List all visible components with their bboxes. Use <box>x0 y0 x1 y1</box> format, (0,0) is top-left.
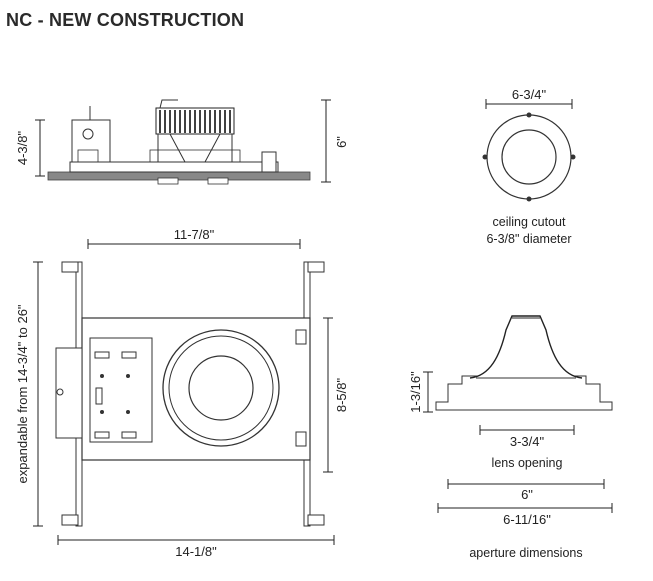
lens-caption: lens opening <box>492 456 563 470</box>
cutout-inner-circle <box>501 129 557 185</box>
cutout-caption-line1: ceiling cutout <box>493 215 566 229</box>
aperture-height-label: 1-3/16" <box>408 371 423 413</box>
aperture-caption: aperture dimensions <box>469 546 582 560</box>
plan-top-width-label: 11-7/8" <box>174 227 215 242</box>
plan-view: 11-7/8" expandable from 14-3/4" to 26" <box>15 227 349 559</box>
plan-right-height-label: 8-5/8" <box>334 377 349 412</box>
side-height-right-label: 6" <box>334 136 349 148</box>
cutout-width-label: 6-3/4" <box>512 87 547 102</box>
cutout-view: 6-3/4" ceiling cutout 6-3/8" diameter <box>482 87 576 246</box>
aperture-inner-width-label: 6" <box>521 487 533 502</box>
ceiling-bar <box>47 171 311 181</box>
plan-bottom-width-label: 14-1/8" <box>175 544 217 559</box>
lens-width-label: 3-3/4" <box>510 434 545 449</box>
cutout-caption-line2: 6-3/8" diameter <box>486 232 571 246</box>
aperture-outer-width-label: 6-11/16" <box>503 512 551 527</box>
plan-left-span-label: expandable from 14-3/4" to 26" <box>15 304 30 483</box>
page-title: NC - NEW CONSTRUCTION <box>6 10 245 30</box>
side-height-left-label: 4-3/8" <box>15 130 30 165</box>
side-view: 4-3/8" 6" <box>15 99 349 185</box>
aperture-view: 1-3/16" 3-3/4" lens opening 6" 6-11/16" … <box>408 315 613 560</box>
